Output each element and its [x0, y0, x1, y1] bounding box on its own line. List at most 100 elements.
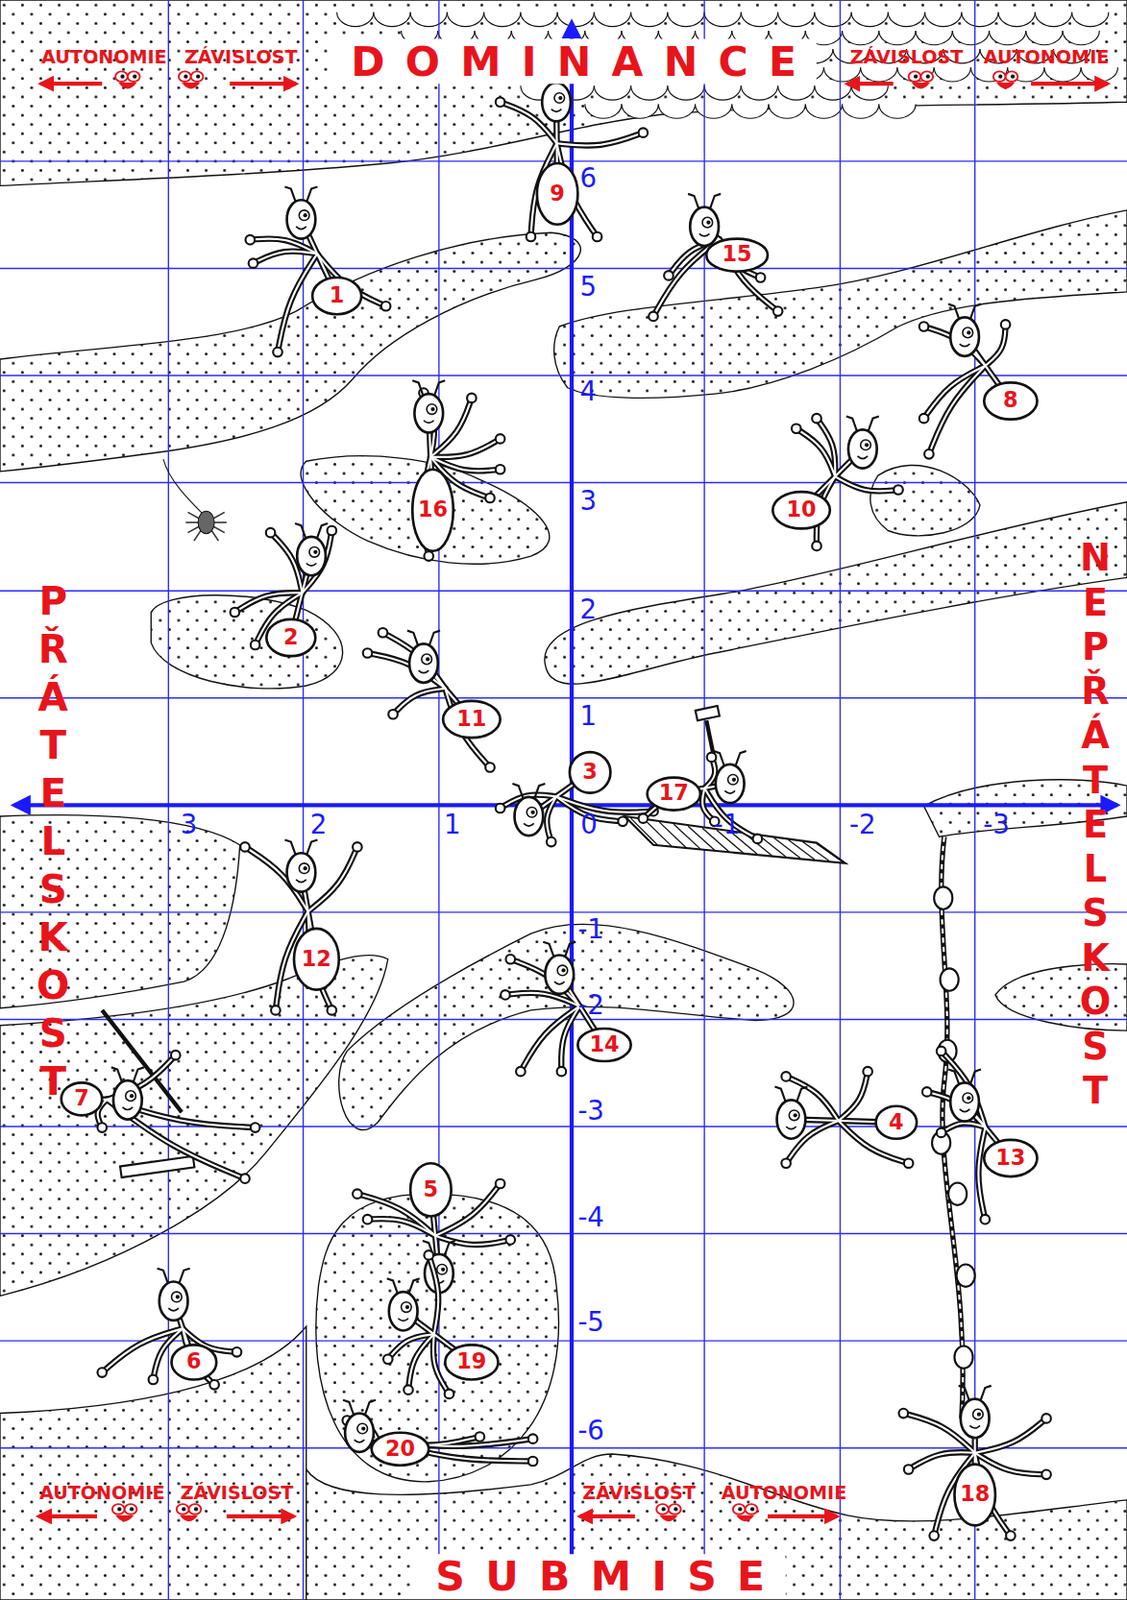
ant-limb — [561, 1006, 580, 1073]
ant-antenna — [796, 1087, 809, 1104]
smiley-pupil — [913, 74, 918, 79]
ant-abdomen — [371, 1433, 430, 1467]
ant-pupil — [303, 213, 308, 218]
cloud-scallop — [695, 103, 733, 119]
callout-number: 16 — [417, 498, 448, 523]
ant-hand — [904, 1465, 914, 1475]
ant-limb — [929, 366, 986, 455]
ant-limb — [941, 1123, 986, 1133]
ant-hand — [648, 312, 659, 322]
callout-number: 14 — [588, 1033, 619, 1058]
ant-eye — [298, 863, 310, 875]
cloud-scallop — [1080, 67, 1118, 82]
ant-limb — [277, 253, 318, 352]
ant-eye — [728, 774, 739, 785]
cloud-scallop — [585, 103, 622, 119]
ant-eye — [298, 210, 310, 221]
smiley-face — [115, 71, 141, 89]
ant-limb — [978, 1127, 985, 1221]
stipple-region — [0, 1326, 307, 1600]
ant-limb — [367, 1219, 437, 1237]
cloud-scallop — [593, 85, 631, 100]
ant-head — [414, 393, 443, 433]
callout-number: 15 — [722, 243, 753, 268]
smiley-pupil — [737, 1507, 742, 1512]
direction-label: AUTONOMIE — [41, 47, 168, 68]
cloud-scallop — [704, 12, 741, 27]
raft-plank — [673, 824, 701, 850]
tick-label: 3 — [180, 809, 198, 839]
tick-label: 4 — [580, 377, 598, 407]
ant-head — [541, 82, 571, 122]
smiley-eye — [115, 71, 128, 82]
grid-line — [0, 268, 1127, 270]
ant-head — [344, 1414, 374, 1453]
ant-hand — [791, 423, 802, 434]
ant-limb — [557, 132, 644, 146]
ant-antenna — [867, 416, 880, 434]
ant-pupil — [405, 1305, 410, 1310]
ant-hand — [753, 834, 763, 845]
ant-hand — [1041, 1470, 1052, 1481]
ant-head — [409, 643, 439, 683]
grid-line — [0, 482, 1127, 484]
ant-limb — [941, 1123, 986, 1133]
ant-figure — [240, 839, 362, 1015]
cloud-scallop — [557, 12, 594, 27]
cloud-scallop — [667, 12, 705, 27]
ant-pupil — [966, 330, 971, 335]
ant-limb — [838, 1072, 868, 1122]
hammer-head — [695, 706, 720, 721]
callout-number: 3 — [582, 760, 598, 785]
ant-hand — [495, 1179, 506, 1190]
raft-plank — [645, 820, 673, 847]
ant-eye — [962, 327, 974, 339]
ant-antenna — [343, 1400, 355, 1418]
ant-hand — [148, 1375, 159, 1386]
ant-abdomen — [569, 752, 612, 794]
ant-limb — [428, 1255, 439, 1335]
smiley-eye — [112, 1504, 125, 1516]
ant-hand — [266, 528, 276, 539]
ant-hand — [327, 526, 338, 537]
ant-figure — [772, 414, 903, 551]
ant-hand — [495, 465, 506, 475]
ant-hand — [495, 804, 506, 814]
ant-hand — [352, 842, 363, 853]
ant-hand — [209, 1380, 220, 1391]
ant-figure — [61, 1051, 261, 1184]
ant-hand — [327, 1005, 338, 1016]
ant-antenna — [713, 751, 726, 768]
ant-antenna — [735, 751, 747, 768]
ant-pupil — [441, 1268, 445, 1273]
ant-antenna — [306, 186, 319, 203]
ant-antenna — [364, 1400, 376, 1418]
cloud-scallop — [1026, 30, 1063, 46]
ant-mouth — [785, 1127, 797, 1130]
ant-limb — [834, 476, 899, 491]
cloud-scallop — [484, 12, 521, 27]
ant-abdomen — [647, 778, 701, 811]
raft-plank — [687, 826, 715, 851]
callout-number: 9 — [549, 182, 565, 207]
ant-antenna — [294, 523, 307, 540]
ant-limb — [816, 418, 835, 478]
ant-limb — [253, 251, 319, 265]
ant-figure — [648, 194, 783, 321]
grid-line — [302, 0, 304, 1600]
ant-mouth — [523, 823, 535, 827]
direction-label: ZÁVISLOST — [850, 47, 964, 68]
ant-antenna — [157, 1269, 170, 1286]
ant-hand — [475, 1432, 486, 1443]
ant-hand — [904, 1158, 914, 1169]
cloud-scallop — [658, 103, 695, 119]
cloud-scallop — [1072, 12, 1109, 27]
ant-abdomen — [410, 1163, 452, 1217]
ant-antenna — [542, 942, 555, 959]
ant-antenna — [407, 631, 419, 648]
smiley-pupil — [120, 74, 124, 79]
ant-hand — [403, 1385, 414, 1396]
ant-head — [389, 1292, 418, 1331]
ant-hand — [919, 414, 930, 424]
ant-figure — [899, 1386, 1052, 1542]
